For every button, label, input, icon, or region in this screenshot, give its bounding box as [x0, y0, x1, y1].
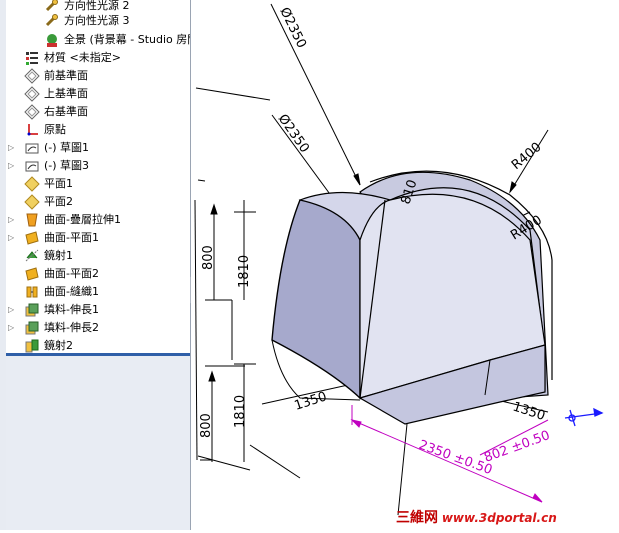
tree-item[interactable]: ▷ (-) 草圖3 — [6, 157, 190, 175]
mirror-icon — [24, 248, 40, 264]
surface-loft-icon — [24, 212, 40, 228]
tree-item[interactable]: 前基準面 — [6, 67, 190, 85]
dim-v3[interactable]: 1810 — [237, 255, 252, 288]
tree-item-label: 鏡射1 — [44, 249, 73, 262]
tree-item-label: 曲面-疊層拉伸1 — [44, 213, 121, 226]
ref-plane-icon — [24, 176, 40, 192]
tree-item-label: 曲面-縫織1 — [44, 285, 99, 298]
tree-item[interactable]: 曲面-縫織1 — [6, 283, 190, 301]
side-panel[interactable] — [359, 193, 546, 399]
knit-icon — [24, 284, 40, 300]
expand-arrow-icon[interactable]: ▷ — [8, 233, 15, 242]
graphics-area[interactable]: Ø2350 Ø2350 R400 R400 810 800 1810 800 1… — [191, 0, 619, 530]
tree-item[interactable]: 全景 (背景幕 - Studio 房間) — [6, 31, 190, 49]
watermark: 三維网 www.3dportal.cn — [396, 507, 618, 527]
tree-item[interactable]: ▷ 曲面-平面1 — [6, 229, 190, 247]
plane-icon — [24, 86, 40, 102]
tree-item[interactable]: 曲面-平面2 — [6, 265, 190, 283]
tree-item-label: 材質 <未指定> — [44, 51, 121, 64]
tree-item-label: 平面2 — [44, 195, 73, 208]
plane-icon — [24, 68, 40, 84]
expand-arrow-icon[interactable]: ▷ — [8, 143, 15, 152]
dim-tolerance-1[interactable]: 2350 ±0.50 — [417, 438, 495, 478]
tree-item[interactable]: 鏡射1 — [6, 247, 190, 265]
feature-manager-tree: 方向性光源 2 方向性光源 3 全景 (背景幕 - Studio 房間) 材質 <未指… — [0, 0, 191, 530]
tree-item[interactable]: 上基準面 — [6, 85, 190, 103]
tree-item-label: 上基準面 — [44, 87, 88, 100]
tree-item-label: 填料-伸長1 — [44, 303, 99, 316]
sketch-icon — [24, 140, 40, 156]
model-viewport[interactable]: Ø2350 Ø2350 R400 R400 810 800 1810 800 1… — [191, 0, 619, 530]
dimension-leaders — [208, 3, 549, 516]
planar-surface-icon — [24, 230, 40, 246]
tree-item-label: 全景 (背景幕 - Studio 房間) — [64, 33, 191, 46]
tree-item[interactable]: ▷ 填料-伸長1 — [6, 301, 190, 319]
dim-v5[interactable]: 1810 — [233, 395, 248, 428]
tree-item-label: 方向性光源 3 — [64, 14, 130, 27]
scene-icon — [44, 32, 60, 48]
tree-item[interactable]: 方向性光源 2 — [6, 0, 190, 15]
tree-item-label: 方向性光源 2 — [64, 0, 130, 12]
extrude-icon — [24, 302, 40, 318]
dim-d2[interactable]: Ø2350 — [275, 112, 312, 156]
origin-icon — [24, 122, 40, 138]
tree-item[interactable]: 材質 <未指定> — [6, 49, 190, 67]
directional-light-icon — [44, 13, 60, 29]
tree-item[interactable]: 原點 — [6, 121, 190, 139]
watermark-url: www.3dportal.cn — [441, 511, 557, 525]
tree-item-label: 平面1 — [44, 177, 73, 190]
rollback-bar[interactable] — [6, 353, 190, 356]
tree-item-label: 曲面-平面1 — [44, 231, 99, 244]
watermark-cn: 三維网 — [396, 510, 438, 526]
sketch-lines — [194, 87, 301, 479]
tree-item-label: (-) 草圖1 — [44, 141, 90, 154]
tree-item[interactable]: ▷ (-) 草圖1 — [6, 139, 190, 157]
dim-h1[interactable]: 1350 — [293, 389, 329, 413]
tree-item[interactable]: ▷ 曲面-疊層拉伸1 — [6, 211, 190, 229]
tree-item[interactable]: 鏡射2 — [6, 337, 190, 355]
tree-item-label: (-) 草圖3 — [44, 159, 90, 172]
planar-surface-icon — [24, 266, 40, 282]
tree-item[interactable]: 平面1 — [6, 175, 190, 193]
tree-item-label: 曲面-平面2 — [44, 267, 99, 280]
tolerance-dims — [350, 405, 549, 503]
tree-item-label: 鏡射2 — [44, 339, 73, 352]
sketch-icon — [24, 158, 40, 174]
dim-tolerance-2[interactable]: 802 ±0.50 — [482, 428, 552, 466]
dim-h2[interactable]: 1350 — [511, 400, 547, 424]
tree-item[interactable]: ▷ 填料-伸長2 — [6, 319, 190, 337]
dim-d1[interactable]: Ø2350 — [276, 5, 308, 51]
expand-arrow-icon[interactable]: ▷ — [8, 323, 15, 332]
expand-arrow-icon[interactable]: ▷ — [8, 161, 15, 170]
expand-arrow-icon[interactable]: ▷ — [8, 305, 15, 314]
expand-arrow-icon[interactable]: ▷ — [8, 215, 15, 224]
tree-item-label: 原點 — [44, 123, 66, 136]
dim-v4[interactable]: 800 — [199, 413, 214, 438]
ref-plane-icon — [24, 194, 40, 210]
mirror-body-icon — [24, 338, 40, 354]
view-triad-icon[interactable] — [564, 407, 604, 427]
tree-item[interactable]: 平面2 — [6, 193, 190, 211]
directional-light-icon — [44, 0, 60, 14]
front-face[interactable] — [271, 199, 361, 400]
tree-item-label: 填料-伸長2 — [44, 321, 99, 334]
tree-item[interactable]: 方向性光源 3 — [6, 12, 190, 30]
tree-item-label: 前基準面 — [44, 69, 88, 82]
dim-v1[interactable]: 810 — [399, 178, 421, 206]
tree-item[interactable]: 右基準面 — [6, 103, 190, 121]
extrude-icon — [24, 320, 40, 336]
dim-v2[interactable]: 800 — [201, 245, 216, 270]
tree-item-label: 右基準面 — [44, 105, 88, 118]
material-icon — [24, 50, 40, 66]
tree-empty-area — [6, 356, 190, 530]
plane-icon — [24, 104, 40, 120]
tree-gutter — [0, 0, 6, 530]
